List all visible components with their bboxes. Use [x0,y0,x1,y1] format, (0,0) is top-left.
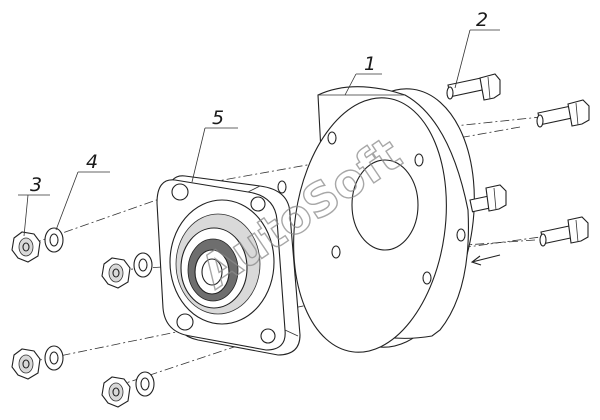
flange-disc-bolt-hole-3 [331,245,341,259]
bolt-upper-right [536,99,590,128]
flange-disc-bolt-hole-4 [422,271,432,285]
leader-line-1-diag [344,73,357,96]
callout-4: 4 [86,151,98,173]
callout-3: 3 [30,174,42,196]
housing-ear-hole-tr [250,196,266,212]
nut-washer-set-lower [11,345,64,380]
leader-line-4-diag [55,171,79,231]
bolt-top [446,73,501,101]
flange-disc [277,86,475,353]
housing-ear-hole-tl [171,183,189,201]
callout-5: 5 [212,107,224,129]
washer-4 [44,227,64,253]
leader-lines [18,29,500,237]
leader-line-3-diag [23,194,29,237]
fasteners [11,227,155,408]
washer-bottom [135,371,155,397]
nut-washer-set-bottom [101,371,155,408]
leader-line-5-diag [191,127,206,183]
bolt-middle [469,184,507,213]
flange-disc-bolt-hole-2 [414,153,424,167]
housing-ear-hole-br [260,328,276,344]
bolt-lower-right [539,216,589,247]
flange-disc-front-face [293,97,447,353]
housing-ear-hole-bl [176,313,194,331]
washer-lower [44,345,64,371]
flange-disc-center-bore [351,159,419,251]
bearing-housing [156,175,301,356]
housing-side-edge [247,185,299,337]
leader-line-2-diag [454,29,471,89]
washer-upper [133,252,153,278]
bolts [446,73,590,266]
flange-disc-bolt-hole-6 [456,228,466,242]
flange-disc-bolt-hole-5 [277,180,287,194]
axis-line-right-bolt [459,234,556,249]
bearing-bore [201,258,223,286]
callout-1: 1 [364,53,376,75]
nut-washer-set-upper [101,252,153,289]
insertion-arrow [470,254,501,266]
callout-2: 2 [476,9,488,31]
flange-disc-bolt-hole-1 [327,131,337,145]
nut-washer-set-left [11,227,64,263]
